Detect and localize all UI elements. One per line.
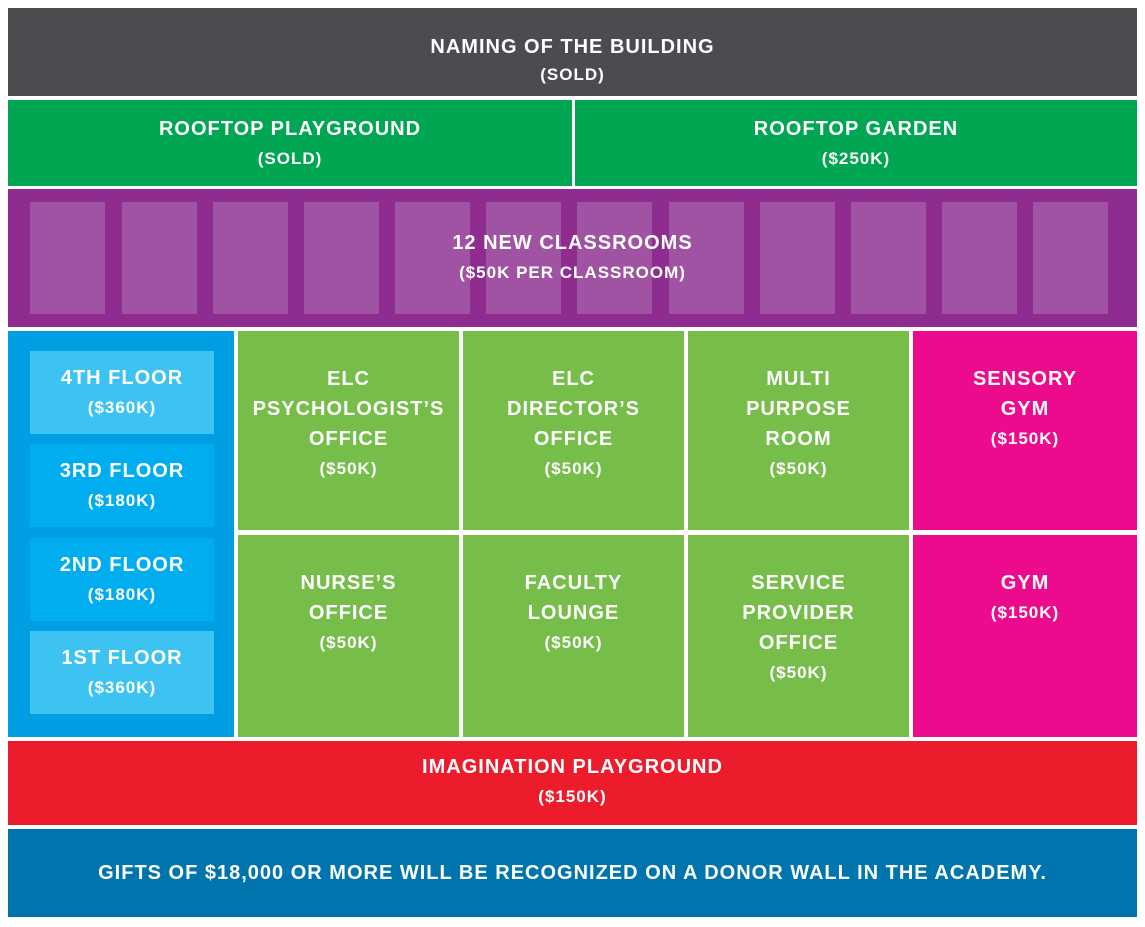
floor-2-price: ($180K) — [87, 584, 157, 604]
gym-price: ($150K) — [990, 603, 1060, 622]
classroom-7 — [577, 202, 652, 314]
director-line1: ELC — [552, 368, 595, 390]
service-line3: OFFICE — [758, 632, 839, 654]
service-line1: SERVICE — [751, 572, 846, 594]
nurse-line1: NURSE’S — [300, 572, 397, 594]
floor-3-price: ($180K) — [87, 490, 157, 510]
multipurpose-line2: PURPOSE — [746, 398, 851, 420]
naming-block: NAMING OF THE BUILDING (SOLD) — [8, 8, 1137, 96]
floor-1-price: ($360K) — [87, 677, 157, 697]
imagination-title: IMAGINATION PLAYGROUND — [422, 756, 723, 778]
classroom-9 — [760, 202, 835, 314]
imagination-price: ($150K) — [538, 787, 607, 806]
classroom-6 — [486, 202, 561, 314]
rooftop-garden-title: ROOFTOP GARDEN — [753, 118, 959, 140]
floor-2-title: 2ND FLOOR — [59, 553, 185, 576]
classroom-4 — [304, 202, 379, 314]
gym-block: GYM ($150K) — [913, 535, 1137, 737]
sensory-gym-line1: SENSORY — [972, 368, 1078, 390]
multipurpose-line1: MULTI — [766, 368, 831, 390]
nurse-office-block: NURSE’S OFFICE ($50K) — [238, 535, 459, 737]
floor-1-title: 1ST FLOOR — [61, 646, 183, 669]
classrooms-price: ($50K PER CLASSROOM) — [459, 263, 686, 282]
nurse-price: ($50K) — [319, 633, 378, 652]
sensory-gym-line2: GYM — [1000, 398, 1050, 420]
faculty-price: ($50K) — [544, 633, 603, 652]
classroom-11 — [942, 202, 1017, 314]
classroom-1 — [30, 202, 105, 314]
director-price: ($50K) — [544, 459, 603, 478]
donor-wall-text: GIFTS OF $18,000 OR MORE WILL BE RECOGNI… — [98, 862, 1047, 884]
classroom-8 — [669, 202, 744, 314]
floor-4-price: ($360K) — [87, 397, 157, 417]
director-line2: DIRECTOR’S — [507, 398, 640, 420]
floor-3: 3RD FLOOR ($180K) — [30, 444, 214, 527]
rooftop-garden-block: ROOFTOP GARDEN ($250K) — [575, 100, 1137, 186]
psychologist-line3: OFFICE — [308, 428, 389, 450]
classroom-3 — [213, 202, 288, 314]
faculty-lounge-block: FACULTY LOUNGE ($50K) — [463, 535, 684, 737]
naming-price: (SOLD) — [540, 65, 605, 84]
floor-1: 1ST FLOOR ($360K) — [30, 631, 214, 714]
faculty-line1: FACULTY — [524, 572, 623, 594]
service-provider-office-block: SERVICE PROVIDER OFFICE ($50K) — [688, 535, 909, 737]
psychologist-price: ($50K) — [319, 459, 378, 478]
nurse-line2: OFFICE — [308, 602, 389, 624]
classroom-12 — [1033, 202, 1108, 314]
rooftop-playground-title: ROOFTOP PLAYGROUND — [158, 118, 422, 140]
director-line3: OFFICE — [533, 428, 614, 450]
multipurpose-price: ($50K) — [769, 459, 828, 478]
rooftop-garden-price: ($250K) — [821, 149, 891, 168]
classroom-10 — [851, 202, 926, 314]
psychologist-line2: PSYCHOLOGIST’S — [252, 398, 445, 420]
faculty-line2: LOUNGE — [527, 602, 620, 624]
multipurpose-line3: ROOM — [765, 428, 832, 450]
gym-line1: GYM — [1000, 572, 1050, 594]
sensory-gym-price: ($150K) — [990, 429, 1060, 448]
donor-wall-footer: GIFTS OF $18,000 OR MORE WILL BE RECOGNI… — [8, 829, 1137, 917]
classrooms-title: 12 NEW CLASSROOMS — [452, 232, 693, 254]
rooftop-playground-price: (SOLD) — [257, 149, 323, 168]
floor-4: 4TH FLOOR ($360K) — [30, 351, 214, 434]
service-line2: PROVIDER — [742, 602, 855, 624]
multipurpose-room-block: MULTI PURPOSE ROOM ($50K) — [688, 331, 909, 530]
imagination-playground-block: IMAGINATION PLAYGROUND ($150K) — [8, 741, 1137, 825]
floor-4-title: 4TH FLOOR — [60, 366, 184, 389]
psychologist-office-block: ELC PSYCHOLOGIST’S OFFICE ($50K) — [238, 331, 459, 530]
classroom-5 — [395, 202, 470, 314]
sensory-gym-block: SENSORY GYM ($150K) — [913, 331, 1137, 530]
psychologist-line1: ELC — [327, 368, 370, 390]
floor-3-title: 3RD FLOOR — [59, 459, 185, 482]
floor-2: 2ND FLOOR ($180K) — [30, 538, 214, 621]
service-price: ($50K) — [769, 663, 828, 682]
rooftop-playground-block: ROOFTOP PLAYGROUND (SOLD) — [8, 100, 572, 186]
classroom-2 — [122, 202, 197, 314]
director-office-block: ELC DIRECTOR’S OFFICE ($50K) — [463, 331, 684, 530]
naming-title: NAMING OF THE BUILDING — [430, 36, 715, 58]
classrooms-label: 12 NEW CLASSROOMS ($50K PER CLASSROOM) — [8, 202, 1137, 314]
